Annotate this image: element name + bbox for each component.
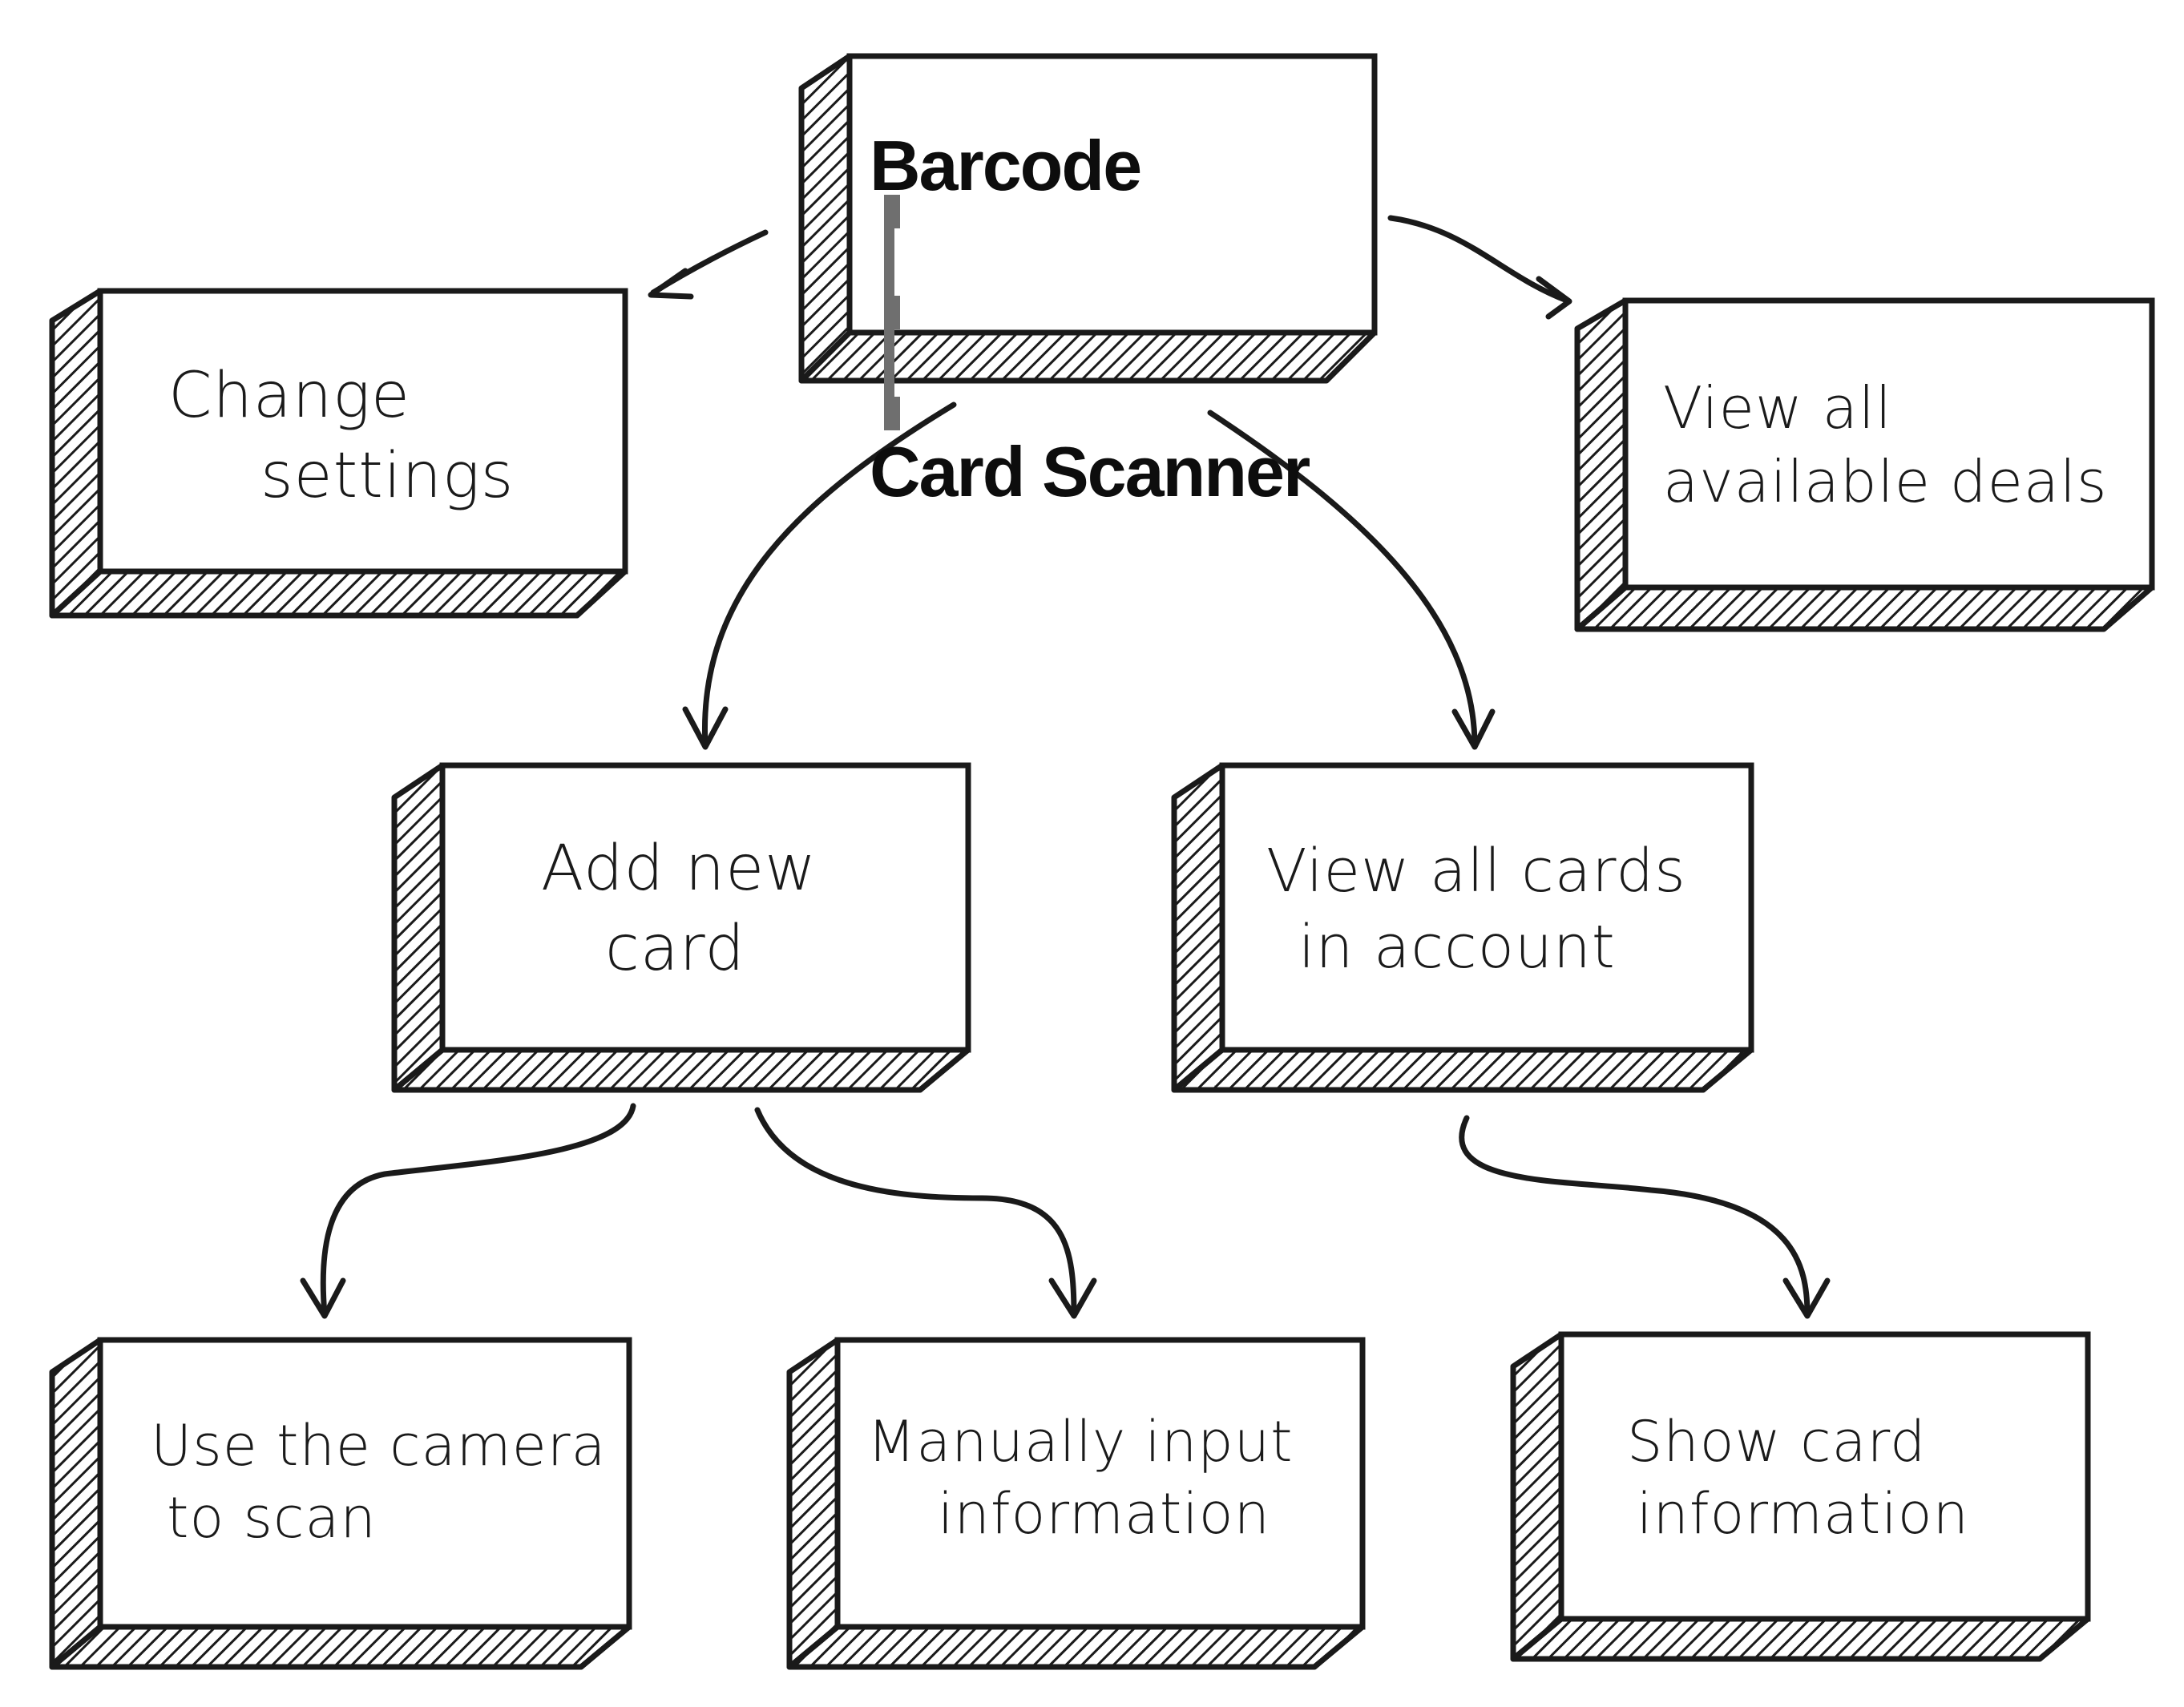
node-add-card	[391, 762, 971, 1093]
label-change-settings-line-2: settings	[260, 440, 515, 512]
arrow-add-card-to-camera-scan	[300, 1103, 636, 1319]
label-view-deals: View all available deals	[1663, 325, 2144, 565]
label-change-settings: Change settings	[168, 317, 617, 557]
node-camera-scan	[49, 1337, 632, 1670]
label-camera-scan: Use the camera to scan	[151, 1366, 624, 1599]
node-barcode-card-scanner	[798, 53, 1378, 384]
arrow-root-to-add-card	[682, 402, 957, 750]
app-title-line-1: Barcode	[870, 131, 1367, 437]
label-view-cards-line-2: in account	[1298, 913, 1616, 982]
node-show-info	[1510, 1331, 2091, 1662]
node-view-cards	[1171, 762, 1754, 1093]
node-manual-input	[786, 1337, 1366, 1670]
label-view-deals-line-2: available deals	[1663, 448, 2108, 515]
arrow-view-cards-to-show-info	[1459, 1115, 1831, 1319]
arrow-root-to-view-cards	[1207, 410, 1496, 750]
label-manual-input-line-2: information	[938, 1481, 1271, 1547]
label-add-card-line-1: Add new	[541, 833, 817, 906]
label-show-info-line-2: information	[1637, 1481, 1970, 1547]
label-manual-input: Manually input information	[867, 1362, 1356, 1595]
label-add-card: Add new card	[541, 793, 958, 1026]
label-view-cards: View all cards in account	[1266, 793, 1747, 1026]
label-manual-input-line-1: Manually input	[867, 1409, 1294, 1475]
node-change-settings	[49, 288, 628, 619]
app-title: Barcode Card Scanner	[870, 131, 1367, 507]
arrow-root-to-change-settings	[648, 229, 769, 300]
app-title-line-2: Card Scanner	[870, 432, 1310, 511]
label-view-cards-line-1: View all cards	[1266, 837, 1686, 906]
label-show-info: Show card information	[1627, 1362, 2084, 1595]
app-title-barcode-word: Barcode	[870, 126, 1142, 205]
label-add-card-line-2: card	[605, 913, 745, 985]
label-show-info-line-1: Show card	[1627, 1409, 1927, 1475]
label-camera-scan-line-2: to scan	[167, 1485, 377, 1551]
arrow-root-to-view-deals	[1387, 215, 1572, 320]
label-change-settings-line-1: Change	[168, 360, 410, 433]
node-view-deals	[1574, 297, 2155, 632]
arrow-add-card-to-manual-input	[754, 1107, 1097, 1319]
label-view-deals-line-1: View all	[1663, 373, 1892, 442]
barcode-icon	[884, 195, 1367, 430]
label-camera-scan-line-1: Use the camera	[151, 1413, 607, 1479]
